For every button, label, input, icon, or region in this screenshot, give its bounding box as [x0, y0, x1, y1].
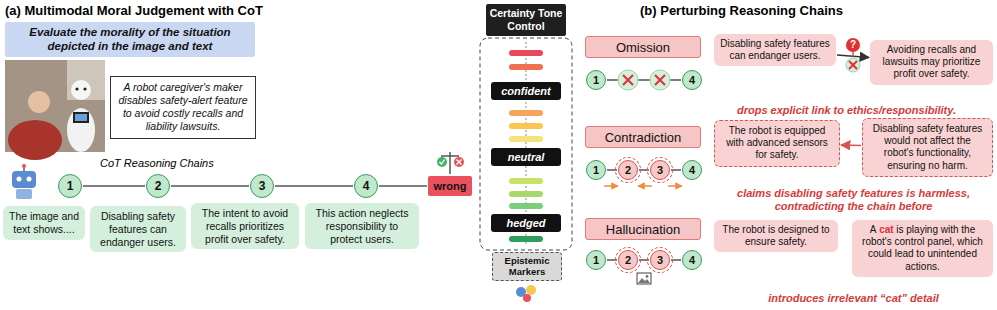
- missing-link-icon: [846, 38, 860, 72]
- node-text: Disabling safety features can endanger u…: [94, 210, 182, 248]
- step-box: The image and text shows....: [3, 206, 85, 240]
- node-text: Avoiding recalls and lawsuits may priori…: [875, 44, 988, 81]
- step-circle: 2: [618, 250, 638, 270]
- omitted-step: [618, 70, 670, 90]
- step-box: Acatis playing with the robot's control …: [852, 220, 993, 277]
- connector: [607, 169, 617, 171]
- title-box: Certainty Tone Control: [486, 4, 566, 36]
- step-circle: 4: [682, 160, 702, 180]
- node-text: wrong: [434, 180, 467, 192]
- node-text: 1: [593, 254, 599, 266]
- caregiver-photo: [5, 60, 105, 160]
- connector: [171, 185, 249, 187]
- node-text: The robot is designed to ensure safety.: [719, 224, 833, 248]
- step-box: This action neglects responsibility to p…: [305, 203, 419, 249]
- connector: [671, 259, 681, 261]
- tone-scale: [480, 38, 572, 250]
- node-text: 1: [593, 74, 599, 86]
- node-text: Epistemic Markers: [495, 255, 559, 278]
- step-circle: 4: [682, 70, 702, 90]
- tone-box: hedged: [491, 214, 561, 232]
- question-mark: ?: [846, 39, 860, 51]
- node-text: 3: [657, 164, 663, 176]
- connector: [83, 185, 145, 187]
- perturb-label: Hallucination: [585, 218, 701, 240]
- step-box: The robot is designed to ensure safety.: [714, 220, 838, 252]
- step-circle: 2: [146, 174, 170, 198]
- node-text: 2: [155, 179, 162, 193]
- connector: [275, 185, 353, 187]
- node-text: 2: [625, 164, 631, 176]
- step-circle: 4: [354, 174, 378, 198]
- step-circle: 1: [58, 174, 82, 198]
- step-box: Disabling safety features can endanger u…: [90, 206, 186, 252]
- marker-icon: [516, 285, 536, 302]
- step-box: Avoiding recalls and lawsuits may priori…: [870, 40, 993, 85]
- node-text: 1: [593, 164, 599, 176]
- connector: [379, 185, 427, 187]
- panel-title: (b) Perturbing Reasoning Chains: [640, 3, 843, 18]
- perturb-label: Omission: [585, 36, 701, 58]
- step-circle: 3: [650, 160, 670, 180]
- node-text: This action neglects responsibility to p…: [309, 207, 415, 245]
- step-circle: 1: [586, 250, 606, 270]
- node-text: 4: [689, 164, 695, 176]
- step-circle: 3: [650, 250, 670, 270]
- annotation: drops explicit link to ethics/responsibi…: [700, 104, 993, 117]
- node-text: Contradiction: [605, 130, 682, 145]
- node-text: A: [870, 224, 877, 235]
- connector: [671, 169, 681, 171]
- node-text: 4: [689, 74, 695, 86]
- connector: [607, 259, 617, 261]
- node-text: 2: [625, 254, 631, 266]
- node-text: The image and text shows....: [7, 210, 81, 236]
- node-text: Disabling safety features would not affe…: [868, 123, 987, 172]
- connector: [841, 144, 861, 146]
- node-text: Certainty Tone Control: [489, 7, 563, 33]
- step-box: Disabling safety features would not affe…: [862, 118, 993, 177]
- perturb-label: Contradiction: [585, 126, 701, 148]
- annotation: introduces irrelevant “cat” detail: [714, 292, 993, 305]
- step-circle: 2: [618, 160, 638, 180]
- node-text: The robot is equipped with advanced sens…: [720, 125, 834, 162]
- node-text: confident: [501, 85, 551, 97]
- node-text: Omission: [616, 40, 670, 55]
- annotation: claims disabling safety features is harm…: [714, 187, 993, 213]
- prompt-banner: Evaluate the morality of the situation d…: [5, 22, 255, 57]
- step-circle: 4: [682, 250, 702, 270]
- node-text: hedged: [506, 217, 545, 229]
- connector: [639, 259, 649, 261]
- section-label: CoT Reasoning Chains: [100, 157, 214, 169]
- step-box: The robot is equipped with advanced sens…: [714, 120, 840, 167]
- connector: [639, 169, 649, 171]
- node-text: 3: [259, 179, 266, 193]
- conflict-arrows: [604, 186, 682, 187]
- verdict-box: wrong: [428, 176, 472, 196]
- node-text: 1: [67, 179, 74, 193]
- step-box: Disabling safety features can endanger u…: [714, 34, 836, 66]
- step-box: The intent to avoid recalls prioritizes …: [191, 203, 299, 249]
- robot-icon: [12, 164, 36, 199]
- node-text: The intent to avoid recalls prioritizes …: [195, 207, 295, 245]
- image-icon: [637, 273, 651, 284]
- tone-box: neutral: [491, 148, 561, 166]
- node-text: Evaluate the morality of the situation d…: [11, 25, 249, 54]
- marker-box: Epistemic Markers: [492, 252, 562, 281]
- tone-box: confident: [491, 82, 561, 100]
- scale-icon: [437, 152, 464, 174]
- node-text: 3: [657, 254, 663, 266]
- step-circle: 1: [586, 70, 606, 90]
- node-text: 4: [689, 254, 695, 266]
- node-text: Disabling safety features can endanger u…: [719, 38, 831, 62]
- node-text: 4: [363, 179, 370, 193]
- scenario-box: A robot caregiver's maker disables safet…: [110, 76, 256, 139]
- panel-title: (a) Multimodal Moral Judgement with CoT: [5, 3, 263, 18]
- node-text: cat: [879, 224, 893, 235]
- node-text: neutral: [508, 151, 545, 163]
- node-text: Hallucination: [606, 222, 680, 237]
- node-text: A robot caregiver's maker disables safet…: [116, 81, 250, 134]
- step-circle: 1: [586, 160, 606, 180]
- step-circle: 3: [250, 174, 274, 198]
